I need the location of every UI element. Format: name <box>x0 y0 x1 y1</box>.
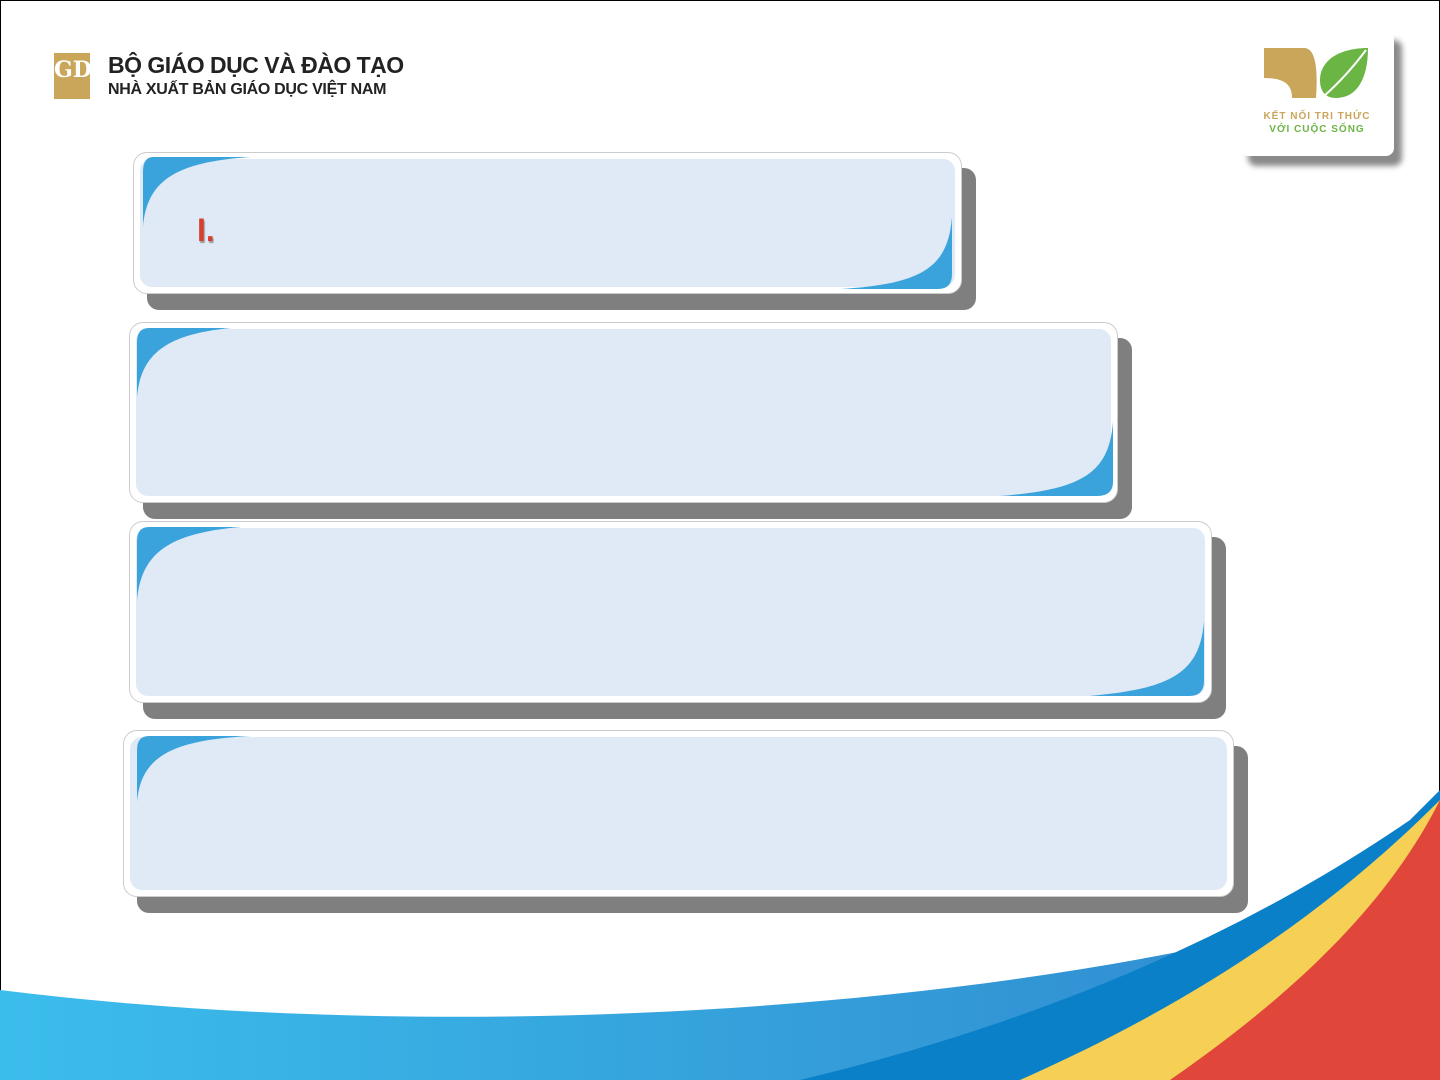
corner-decoration <box>137 328 1113 496</box>
card-body <box>130 737 1227 890</box>
corner-decoration <box>137 736 251 802</box>
section-card-4[interactable] <box>123 730 1248 913</box>
card-body <box>136 329 1111 496</box>
section-card-2[interactable] <box>129 322 1132 519</box>
card-border <box>123 730 1234 897</box>
publisher-name: NHÀ XUẤT BẢN GIÁO DỤC VIỆT NAM <box>108 81 387 98</box>
section-card-1[interactable]: I. <box>133 152 976 310</box>
series-logo: KẾT NỐI TRI THỨC VỚI CUỘC SỐNG <box>1240 30 1394 156</box>
corner-decoration <box>143 157 952 289</box>
series-line2: VỚI CUỘC SỐNG <box>1269 124 1365 135</box>
section-number: I. <box>197 212 215 248</box>
card-body <box>140 159 955 287</box>
card-border <box>129 521 1212 703</box>
section-card-3[interactable] <box>129 521 1226 719</box>
series-line1: KẾT NỐI TRI THỨC <box>1263 111 1371 122</box>
ministry-name: BỘ GIÁO DỤC VÀ ĐÀO TẠO <box>108 52 404 78</box>
logo-mark: GD <box>54 56 92 83</box>
card-border <box>129 322 1118 503</box>
leaf-icon <box>1264 48 1368 98</box>
card-body <box>136 528 1205 696</box>
corner-decoration <box>137 527 1204 696</box>
gd-logo-icon: GD <box>54 52 92 99</box>
card-border <box>133 152 962 294</box>
publisher-logo: GD BỘ GIÁO DỤC VÀ ĐÀO TẠO NHÀ XUẤT BẢN G… <box>54 52 404 99</box>
